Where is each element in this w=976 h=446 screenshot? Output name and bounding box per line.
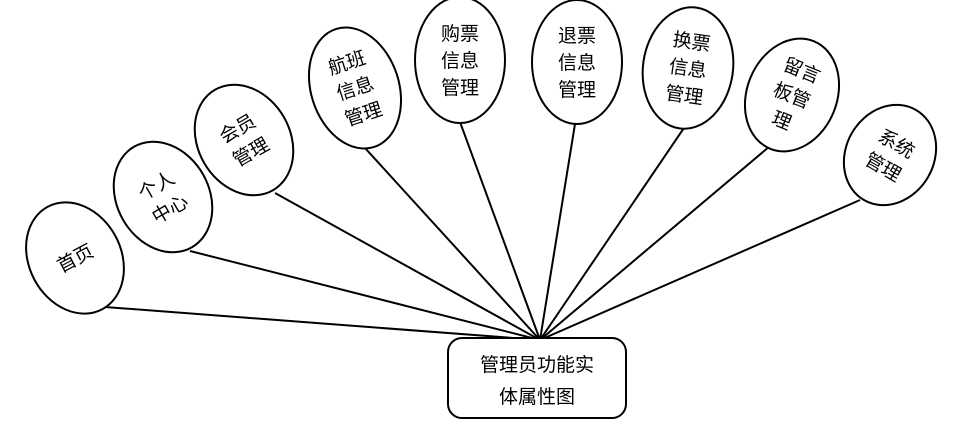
- attribute-ellipse: [414, 0, 506, 124]
- attribute-label-line: 管理: [664, 82, 705, 109]
- edge-member-management: [274, 192, 541, 341]
- attribute-ellipse: [307, 26, 403, 150]
- attribute-ellipse: [25, 201, 125, 315]
- center-entity-box: 管理员功能实 体属性图: [447, 337, 627, 419]
- edge-system-management: [539, 199, 861, 341]
- attribute-label-line: 信息: [558, 52, 596, 74]
- attribute-label-line: 换票: [671, 29, 712, 56]
- attribute-label-line: 退票: [558, 25, 596, 47]
- attribute-ellipse: [641, 6, 735, 130]
- attribute-node-home: 首页: [25, 201, 125, 315]
- attribute-ellipse: [531, 0, 623, 125]
- edge-home: [104, 306, 541, 341]
- edge-ticket-refund-management: [539, 123, 576, 341]
- attribute-label-line: 管理: [558, 79, 596, 101]
- attribute-label-line: 信息: [441, 50, 479, 72]
- edge-flight-info-management: [364, 147, 541, 341]
- attribute-ellipse: [842, 103, 938, 207]
- edge-ticket-change-management: [539, 121, 689, 341]
- attribute-ellipse: [743, 37, 841, 153]
- attribute-ellipse: [193, 83, 295, 197]
- center-entity-label-line-1: 管理员功能实: [480, 354, 594, 376]
- edge-personal-center: [189, 250, 541, 341]
- attribute-label-line: 购票: [441, 23, 479, 45]
- attribute-ellipse: [112, 140, 214, 254]
- attribute-label-line: 管理: [441, 77, 479, 99]
- center-entity-label-line-2: 体属性图: [499, 386, 575, 408]
- edge-ticket-purchase-management: [459, 121, 541, 341]
- attribute-label-line: 信息: [668, 55, 709, 82]
- edge-message-board-management: [539, 145, 771, 341]
